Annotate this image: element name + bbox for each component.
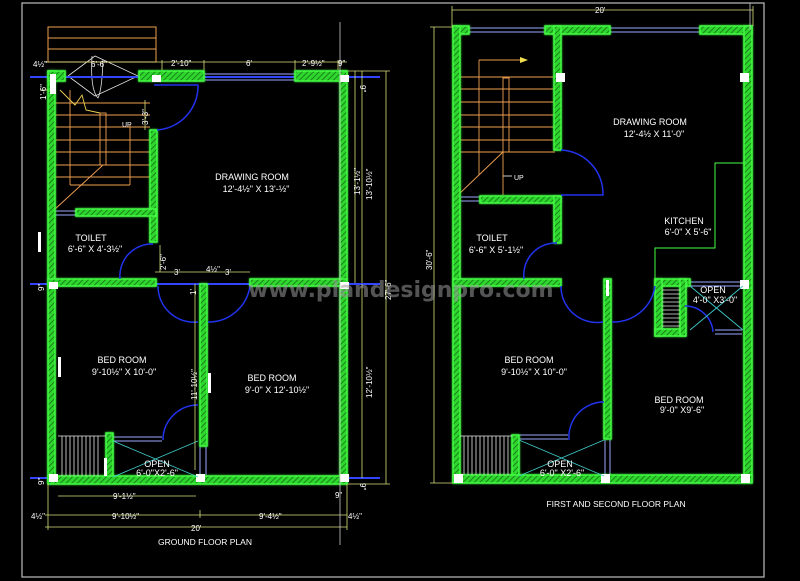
room-name: BED ROOM: [97, 355, 146, 365]
first-open-stair: [662, 289, 680, 327]
room-size: 9'-0" X9'-6": [660, 405, 704, 415]
room-name: DRAWING ROOM: [613, 117, 687, 127]
drawing-frame: [21, 2, 765, 578]
svg-text:2'-9½": 2'-9½": [302, 59, 325, 68]
room-name: BED ROOM: [654, 395, 703, 405]
room-name: OPEN: [144, 459, 170, 469]
svg-text:12'-10½": 12'-10½": [365, 366, 374, 398]
svg-text:9": 9": [335, 491, 342, 500]
svg-text:4½": 4½": [206, 265, 220, 274]
room-name: OPEN: [700, 285, 726, 295]
svg-text:9'-10½": 9'-10½": [112, 512, 139, 521]
room-size: 6'-6" X 5'-1½": [469, 245, 523, 255]
room-size: 9'-10½" X 10'-0": [92, 367, 156, 377]
room-name: DRAWING ROOM: [215, 172, 289, 182]
svg-text:4½": 4½": [33, 60, 47, 69]
svg-text:2'-10": 2'-10": [171, 59, 192, 68]
first-top-dimension: 20': [595, 6, 606, 15]
ground-stair-landing: [47, 26, 157, 63]
svg-text:13'-1½": 13'-1½": [353, 168, 362, 195]
ground-columns: [38, 74, 349, 482]
room-size: 6'-6" X 4'-3½": [68, 244, 122, 254]
svg-text:1': 1': [189, 289, 198, 295]
svg-text:4½": 4½": [348, 512, 362, 521]
svg-text:13'-10½": 13'-10½": [365, 168, 374, 200]
svg-text:9": 9": [358, 483, 367, 490]
room-name: KITCHEN: [664, 216, 704, 226]
room-name: BED ROOM: [247, 373, 296, 383]
room-size: 6'-0"X2'-6": [136, 468, 178, 478]
first-open-cross: [518, 285, 744, 477]
svg-text:11'-10½": 11'-10½": [190, 369, 199, 400]
first-stair-up-label: UP: [514, 175, 524, 182]
first-doors: [523, 149, 714, 441]
svg-text:9": 9": [37, 284, 46, 291]
ground-floor-plan: UP: [30, 22, 393, 547]
first-floor-title: FIRST AND SECOND FLOOR PLAN: [546, 499, 685, 509]
svg-text:27'-6": 27'-6": [384, 279, 393, 300]
room-name: TOILET: [75, 233, 107, 243]
svg-text:9'-1½": 9'-1½": [113, 492, 136, 501]
watermark: www.plandesignpro.com: [248, 278, 554, 303]
ground-stair: [53, 89, 150, 211]
ground-doors: [119, 84, 251, 441]
first-room-labels: DRAWING ROOM 12'-4½ X 11'-0" KITCHEN 6'-…: [469, 117, 737, 509]
ground-stair-up-label: UP: [122, 122, 132, 129]
svg-text:3': 3': [174, 268, 180, 277]
room-size: 6'-0" X 5'-6": [665, 227, 712, 237]
room-name: BED ROOM: [504, 355, 553, 365]
stair-direction-arrow-icon: [520, 57, 528, 63]
first-stair: [457, 59, 555, 196]
room-size: 9'-10½" X 10"-0": [501, 367, 567, 377]
first-floor-plan: UP: [425, 3, 754, 509]
first-dimension-lines: [430, 6, 754, 484]
room-size: 12'-4½" X 13'-½": [223, 184, 290, 194]
svg-text:2'-6": 2'-6": [159, 254, 168, 270]
ground-floor-title: GROUND FLOOR PLAN: [158, 537, 252, 547]
ground-dimension-text: 4½" 6'-6" 2'-10" 6' 2'-9½" 9" 1'-6" 3'-3…: [31, 59, 393, 533]
svg-text:9'-4½": 9'-4½": [259, 512, 282, 521]
ground-dimension-lines: [40, 60, 390, 530]
svg-text:3'-3": 3'-3": [141, 109, 150, 125]
svg-text:9": 9": [358, 85, 367, 92]
kitchen-counter: [654, 162, 744, 279]
first-windows: [453, 27, 742, 476]
ground-bottom-stair: [58, 435, 106, 476]
svg-text:6'-6": 6'-6": [91, 60, 107, 69]
svg-text:20': 20': [191, 524, 202, 533]
svg-text:4½": 4½": [31, 512, 45, 521]
ground-room-labels: DRAWING ROOM 12'-4½" X 13'-½" TOILET 6'-…: [68, 172, 309, 547]
svg-text:1'-6": 1'-6": [39, 84, 48, 100]
first-bottom-stair: [460, 435, 512, 475]
room-size: 6'-0" X2'-6": [540, 468, 584, 478]
ground-open-cross: [112, 440, 199, 478]
room-size: 4'-0" X3'-0": [693, 295, 737, 305]
svg-text:9": 9": [338, 59, 345, 68]
room-name: TOILET: [476, 233, 508, 243]
svg-text:9": 9": [37, 478, 46, 485]
svg-text:3': 3': [225, 268, 231, 277]
room-size: 12'-4½ X 11'-0": [624, 129, 685, 139]
first-columns: [454, 73, 750, 483]
room-size: 9'-0" X 12'-10½": [245, 385, 309, 395]
room-name: OPEN: [547, 459, 573, 469]
first-left-dimension: 30'-6": [425, 249, 434, 270]
svg-text:6': 6': [246, 59, 252, 68]
